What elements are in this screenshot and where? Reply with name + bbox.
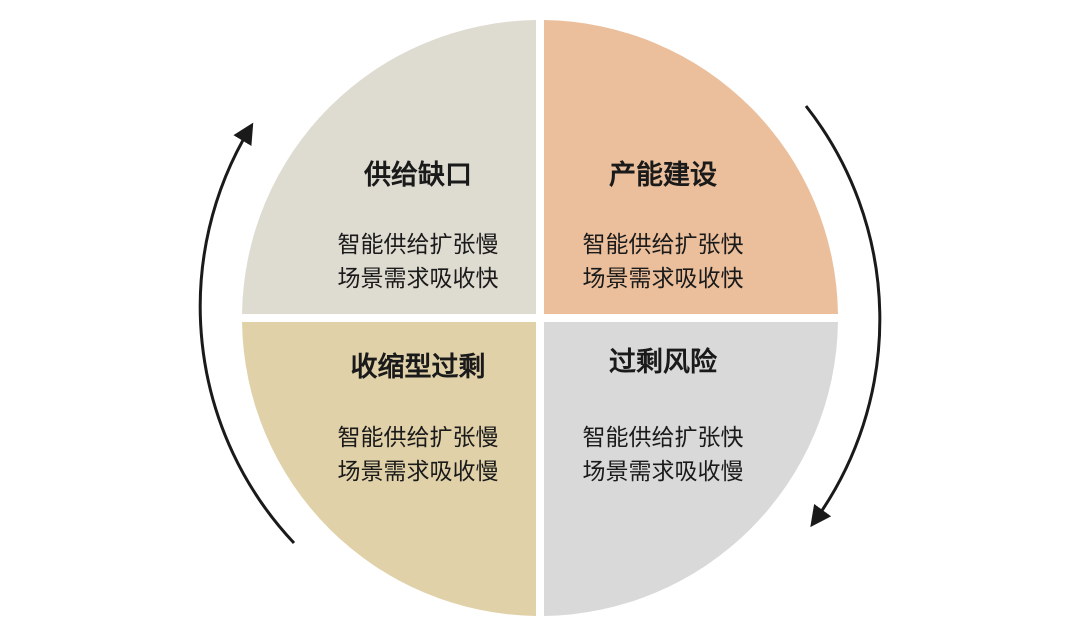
quadrant-top-left-title: 供给缺口 [363,160,472,191]
curved-arrow-down-icon [804,105,882,528]
quadrant-bottom-right-line1: 智能供给扩张快 [583,425,744,451]
quadrant-bottom-left-title: 收缩型过剩 [351,351,486,383]
quadrant-top-right [544,20,838,315]
quadrant-top-left-line1: 智能供给扩张慢 [338,232,499,258]
quadrant-top-left [242,20,536,315]
quadrant-top-right-title: 产能建设 [609,159,717,191]
quadrant-bottom-right-title: 过剩风险 [609,346,718,378]
quadrant-bottom-left-line2: 场景需求吸收慢 [338,459,499,485]
quadrant-top-left-line2: 场景需求吸收快 [338,266,499,292]
quadrant-top-right-line1: 智能供给扩张快 [583,232,744,258]
curved-arrow-up-icon [198,122,296,545]
quadrant-bottom-left-line1: 智能供给扩张慢 [338,425,499,451]
quadrant-bottom-right-line2: 场景需求吸收慢 [583,459,744,485]
quadrant-bottom-right [544,322,838,616]
quadrant-top-right-line2: 场景需求吸收快 [583,266,744,292]
quadrant-bottom-left [242,322,536,616]
